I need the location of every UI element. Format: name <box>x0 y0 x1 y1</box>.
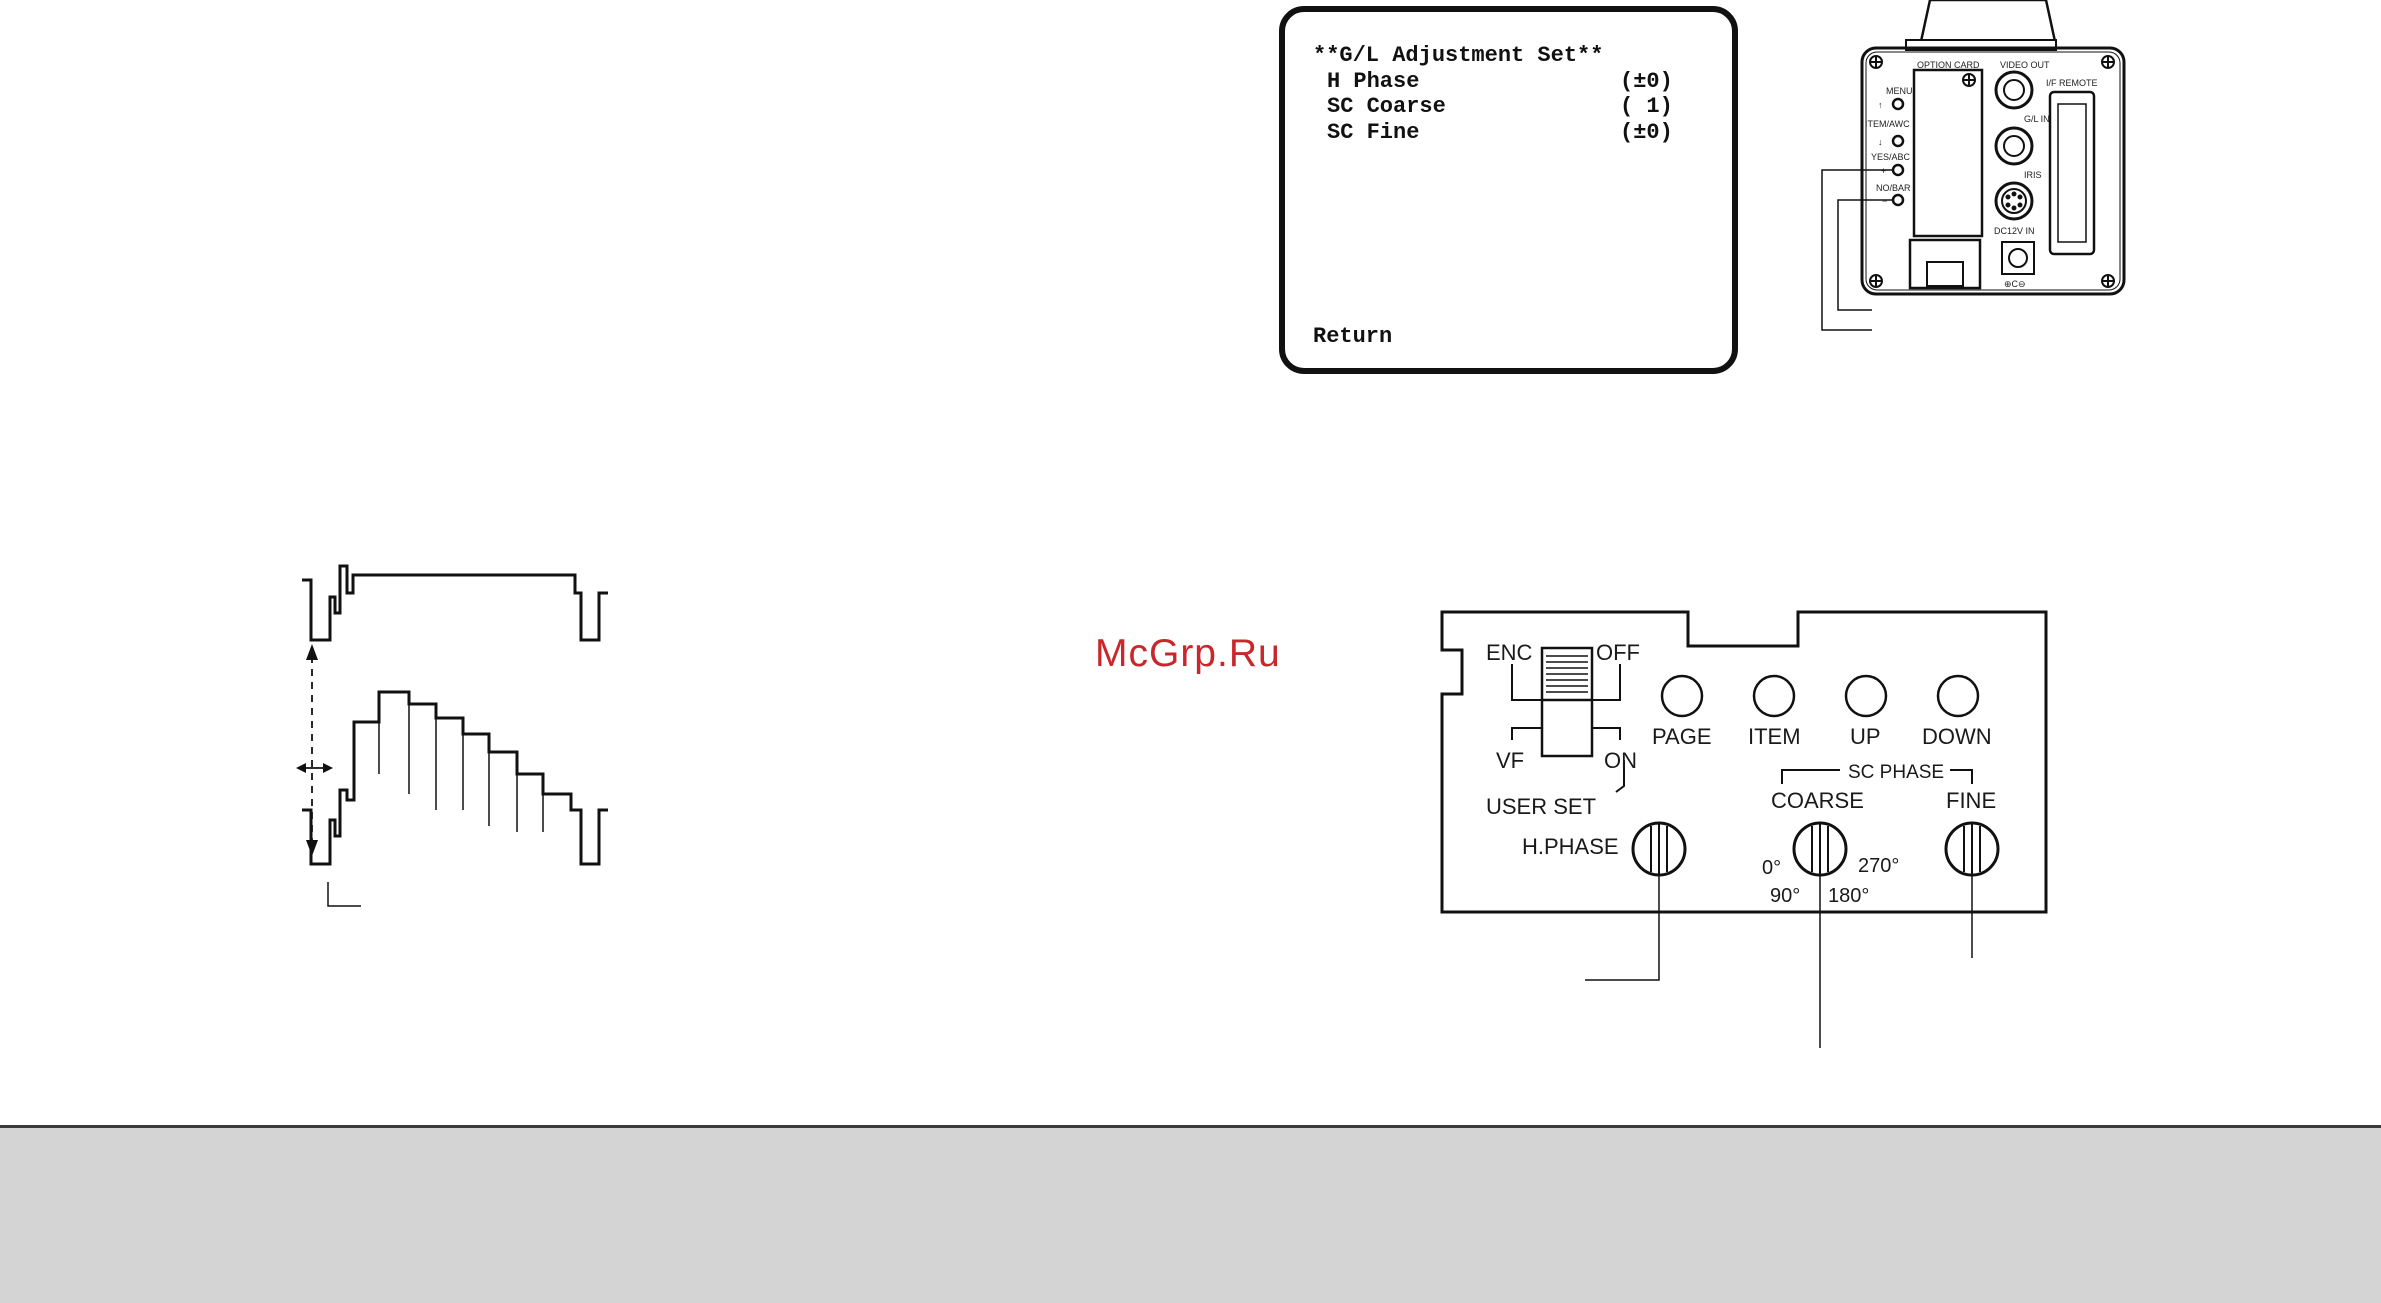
arrow-up-icon <box>306 644 318 660</box>
label-coarse: COARSE <box>1771 788 1864 813</box>
menu-item-sc-fine[interactable]: SC Fine <box>1327 120 1419 145</box>
battery-plate <box>1910 240 1980 288</box>
sc-phase-bracket <box>1782 770 1840 784</box>
label-h-phase: H.PHASE <box>1522 834 1619 859</box>
label-enc: ENC <box>1486 640 1533 665</box>
label-deg-270: 270° <box>1858 855 1899 877</box>
label-iris: IRIS <box>2024 170 2042 180</box>
label-vf: VF <box>1496 748 1524 773</box>
reference-sync-waveform <box>302 566 608 640</box>
screw-icon <box>2102 275 2114 287</box>
waveform-diagram <box>296 566 608 906</box>
label-deg-0: 0° <box>1762 857 1781 879</box>
dc-polarity-icon: ⊕C⊖ <box>2004 279 2026 289</box>
label-menu: MENU <box>1886 86 1913 96</box>
camera-rear-panel <box>1822 0 2124 330</box>
sc-fine-knob[interactable] <box>1946 823 1998 875</box>
menu-up-button[interactable] <box>1893 99 1903 109</box>
down-button[interactable] <box>1938 676 1978 716</box>
label-up: UP <box>1850 724 1881 749</box>
menu-return[interactable]: Return <box>1313 324 1392 349</box>
label-deg-90: 90° <box>1770 885 1800 907</box>
label-deg-180: 180° <box>1828 885 1869 907</box>
menu-value-sc-coarse: ( 1) <box>1620 94 1673 119</box>
control-panel <box>1442 612 2046 1048</box>
page-button[interactable] <box>1662 676 1702 716</box>
gl-in-connector <box>1996 128 2032 164</box>
label-sc-phase: SC PHASE <box>1848 762 1944 783</box>
leader-line-yes <box>1822 170 1892 330</box>
up-button[interactable] <box>1846 676 1886 716</box>
menu-item-h-phase[interactable]: H Phase <box>1327 69 1419 94</box>
up-arrow-icon: ↑ <box>1878 100 1883 110</box>
label-if-remote: I/F REMOTE <box>2046 78 2098 88</box>
label-down: DOWN <box>1922 724 1992 749</box>
video-out-connector <box>1996 72 2032 108</box>
footer-band <box>0 1125 2381 1303</box>
screw-icon <box>1963 74 1975 86</box>
label-page: PAGE <box>1652 724 1712 749</box>
label-no-bar: NO/BAR <box>1876 183 1911 193</box>
arrow-right-icon <box>323 763 333 773</box>
h-phase-knob[interactable] <box>1633 823 1685 875</box>
h-phase-leader-line <box>1585 876 1659 980</box>
down-arrow-icon: ↓ <box>1878 137 1883 147</box>
item-button[interactable] <box>1754 676 1794 716</box>
screw-icon <box>1870 275 1882 287</box>
minus-icon: − <box>1882 196 1887 206</box>
plus-icon: + <box>1881 166 1886 176</box>
label-gl-in: G/L IN <box>2024 114 2050 124</box>
video-output-waveform <box>302 692 608 864</box>
screw-icon <box>2102 56 2114 68</box>
watermark: McGrp.Ru <box>1095 632 1281 675</box>
if-remote-connector <box>2050 92 2094 254</box>
item-awc-down-button[interactable] <box>1893 136 1903 146</box>
menu-value-h-phase: (±0) <box>1620 69 1673 94</box>
label-on: ON <box>1604 748 1637 773</box>
waveform-leader-line <box>328 882 361 906</box>
label-item: ITEM <box>1748 724 1801 749</box>
menu-item-sc-coarse[interactable]: SC Coarse <box>1327 94 1446 119</box>
label-off: OFF <box>1596 640 1640 665</box>
diagram-canvas: **G/L Adjustment Set** H Phase (±0) SC C… <box>0 0 2381 1125</box>
label-user-set: USER SET <box>1486 794 1596 819</box>
arrow-left-icon <box>296 763 306 773</box>
label-option-card: OPTION CARD <box>1917 60 1980 70</box>
arrow-down-icon <box>306 840 318 856</box>
no-bar-button[interactable] <box>1893 195 1903 205</box>
label-yes-abc: YES/ABC <box>1871 152 1911 162</box>
label-fine: FINE <box>1946 788 1996 813</box>
label-dc-in: DC12V IN <box>1994 226 2035 236</box>
menu-screen: **G/L Adjustment Set** H Phase (±0) SC C… <box>1282 9 1735 371</box>
screw-icon <box>1870 56 1882 68</box>
panel-outline <box>1442 612 2046 912</box>
label-item-awc: ITEM/AWC <box>1865 119 1910 129</box>
dc-in-jack <box>2002 242 2034 274</box>
option-card-slot <box>1914 70 1982 236</box>
label-video-out: VIDEO OUT <box>2000 60 2050 70</box>
yes-abc-button[interactable] <box>1893 165 1903 175</box>
menu-title: **G/L Adjustment Set** <box>1313 43 1603 68</box>
menu-value-sc-fine: (±0) <box>1620 120 1673 145</box>
sc-coarse-knob[interactable] <box>1794 823 1846 875</box>
